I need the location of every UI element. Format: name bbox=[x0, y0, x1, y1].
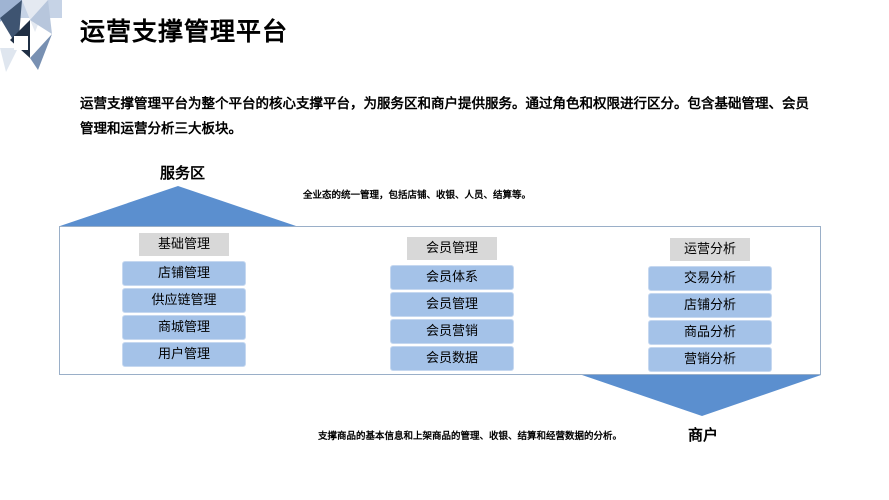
module-header: 基础管理 bbox=[139, 233, 229, 256]
page-title: 运营支撑管理平台 bbox=[80, 17, 289, 46]
module-basic-management: 基础管理 店铺管理 供应链管理 商城管理 用户管理 bbox=[122, 233, 246, 367]
module-item[interactable]: 用户管理 bbox=[122, 342, 246, 367]
service-area-up-arrow bbox=[60, 186, 296, 226]
service-area-label: 服务区 bbox=[160, 164, 206, 182]
merchant-description: 支撑商品的基本信息和上架商品的管理、收银、结算和经营数据的分析。 bbox=[318, 431, 623, 442]
module-item[interactable]: 店铺分析 bbox=[648, 293, 772, 318]
module-item[interactable]: 店铺管理 bbox=[122, 261, 246, 286]
merchant-label: 商户 bbox=[688, 426, 719, 444]
module-item[interactable]: 商品分析 bbox=[648, 320, 772, 345]
service-area-description: 全业态的统一管理，包括店铺、收银、人员、结算等。 bbox=[303, 190, 532, 201]
intro-paragraph: 运营支撑管理平台为整个平台的核心支撑平台，为服务区和商户提供服务。通过角色和权限… bbox=[80, 96, 809, 137]
module-header: 会员管理 bbox=[407, 237, 497, 260]
module-item[interactable]: 会员数据 bbox=[390, 346, 514, 371]
module-item[interactable]: 商城管理 bbox=[122, 315, 246, 340]
module-item[interactable]: 会员管理 bbox=[390, 292, 514, 317]
platform-frame bbox=[59, 226, 821, 375]
module-operations-analysis: 运营分析 交易分析 店铺分析 商品分析 营销分析 bbox=[648, 238, 772, 372]
module-member-management: 会员管理 会员体系 会员管理 会员营销 会员数据 bbox=[390, 237, 514, 371]
module-item[interactable]: 供应链管理 bbox=[122, 288, 246, 313]
module-item[interactable]: 交易分析 bbox=[648, 266, 772, 291]
module-item[interactable]: 营销分析 bbox=[648, 347, 772, 372]
module-header: 运营分析 bbox=[670, 238, 750, 261]
module-item[interactable]: 会员营销 bbox=[390, 319, 514, 344]
merchant-down-arrow bbox=[582, 375, 821, 416]
corner-logo-icon bbox=[0, 0, 62, 72]
module-item[interactable]: 会员体系 bbox=[390, 265, 514, 290]
